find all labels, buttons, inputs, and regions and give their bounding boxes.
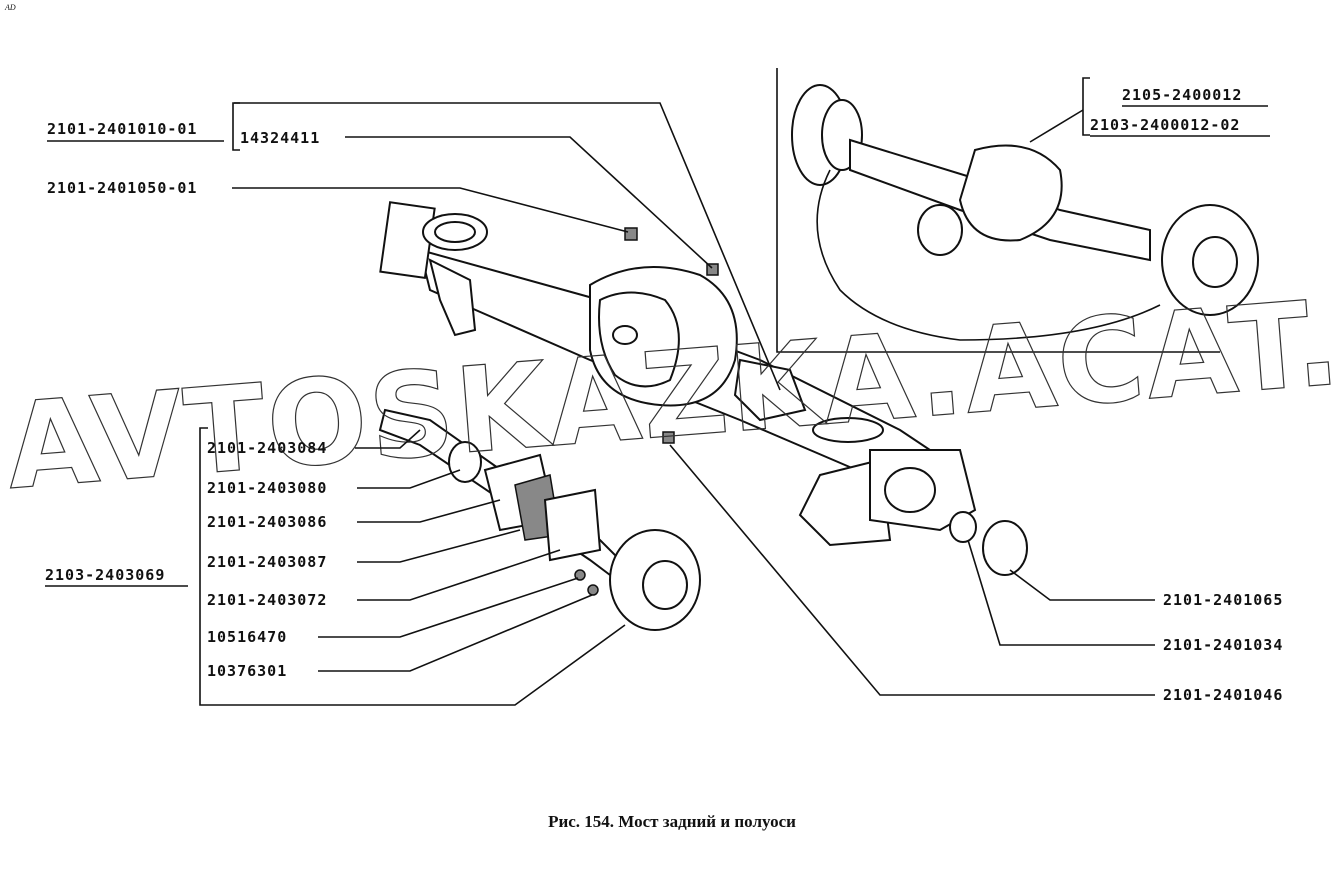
label-part: 2101-2401034 [1163,636,1283,654]
label-part: 2101-2403080 [207,479,327,497]
label-part: 2101-2403072 [207,591,327,609]
axle-housing-drawing [379,201,1028,576]
label-rear-axle-2: 2103-2400012-02 [1090,116,1240,134]
label-part: 2101-2403086 [207,513,327,531]
label-part: 2101-2401046 [1163,686,1283,704]
label-part: 2101-2403087 [207,553,327,571]
label-axle-housing-assembly: 2101-2401010-01 [47,120,197,138]
label-plug: 14324411 [240,129,320,147]
axle-shaft-drawing [378,408,701,631]
corner-mark: AD [4,3,16,12]
label-rear-axle-1: 2105-2400012 [1122,86,1242,104]
label-axle-shaft-assembly: 2103-2403069 [45,566,165,584]
label-breather: 2101-2401050-01 [47,179,197,197]
label-part: 2101-2403084 [207,439,327,457]
inset-assembly-drawing [776,68,1259,353]
figure-caption: Рис. 154. Мост задний и полуоси [548,812,796,831]
label-part: 10516470 [207,628,287,646]
label-part: 2101-2401065 [1163,591,1283,609]
label-part: 10376301 [207,662,287,680]
